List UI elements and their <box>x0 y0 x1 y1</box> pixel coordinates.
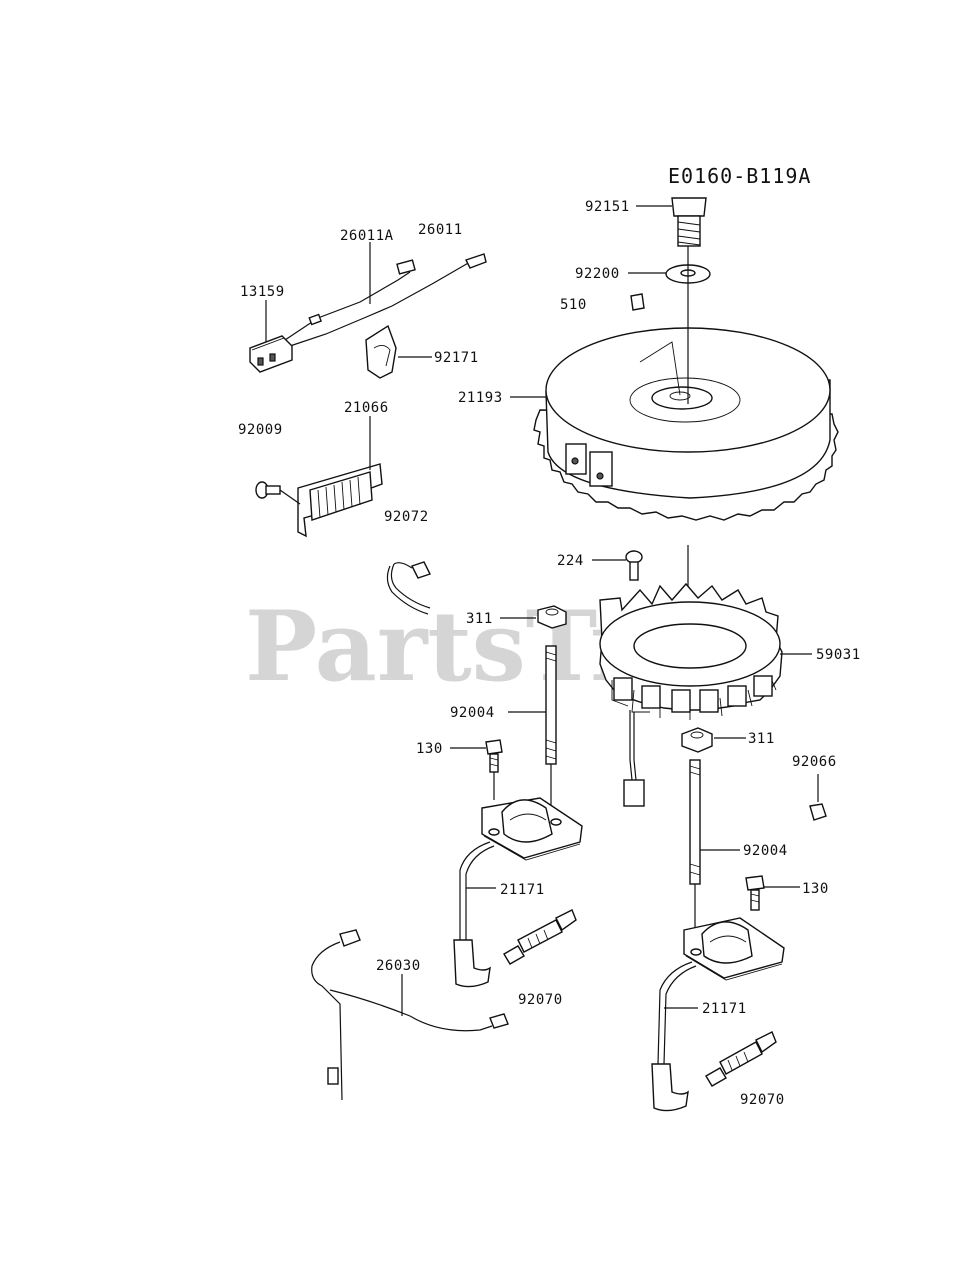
label-510[interactable]: 510 <box>560 297 587 313</box>
part-wire-26011[interactable] <box>281 253 487 347</box>
part-stator-connector[interactable] <box>623 710 645 807</box>
part-bolt-92151[interactable] <box>671 197 707 247</box>
label-21066[interactable]: 21066 <box>344 400 389 416</box>
part-stud-92004-right[interactable] <box>689 759 701 930</box>
label-21193[interactable]: 21193 <box>458 390 503 406</box>
part-key-510[interactable] <box>630 293 645 311</box>
part-spark-plug-92070-right[interactable] <box>705 1031 777 1087</box>
part-clamp-92171[interactable] <box>365 324 397 379</box>
label-26011[interactable]: 26011 <box>418 222 463 238</box>
label-130-right[interactable]: 130 <box>802 881 829 897</box>
part-nut-92066[interactable] <box>809 803 827 821</box>
part-ground-wire[interactable] <box>386 561 431 615</box>
part-bolt-130-right[interactable] <box>745 875 765 911</box>
part-bolt-130-left[interactable] <box>485 739 503 800</box>
diagram-code: E0160-B119A <box>668 164 811 188</box>
label-92070-left[interactable]: 92070 <box>518 992 563 1008</box>
part-regulator-21066[interactable] <box>297 463 383 538</box>
part-ignition-coil-right[interactable] <box>651 917 785 1112</box>
part-screw-224[interactable] <box>625 550 643 581</box>
label-59031[interactable]: 59031 <box>816 647 861 663</box>
label-224[interactable]: 224 <box>557 553 584 569</box>
label-26011A[interactable]: 26011A <box>340 228 394 244</box>
label-92066[interactable]: 92066 <box>792 754 837 770</box>
label-311-left[interactable]: 311 <box>466 611 493 627</box>
label-92004-left[interactable]: 92004 <box>450 705 495 721</box>
label-311-right[interactable]: 311 <box>748 731 775 747</box>
label-92070-right[interactable]: 92070 <box>740 1092 785 1108</box>
part-spark-plug-92070-left[interactable] <box>503 909 577 965</box>
part-connector-13159[interactable] <box>249 335 293 373</box>
label-21171-right[interactable]: 21171 <box>702 1001 747 1017</box>
part-ignition-coil-left[interactable] <box>453 797 583 988</box>
label-92009[interactable]: 92009 <box>238 422 283 438</box>
label-21171-left[interactable]: 21171 <box>500 882 545 898</box>
label-92072[interactable]: 92072 <box>384 509 429 525</box>
label-92004-right[interactable]: 92004 <box>743 843 788 859</box>
label-130-left[interactable]: 130 <box>416 741 443 757</box>
label-13159[interactable]: 13159 <box>240 284 285 300</box>
part-wire-26030[interactable] <box>311 929 509 1101</box>
part-nut-311-left[interactable] <box>537 605 567 629</box>
part-flywheel-21193[interactable] <box>533 327 839 521</box>
label-26030[interactable]: 26030 <box>376 958 421 974</box>
part-stator-59031[interactable] <box>599 582 783 720</box>
label-92200[interactable]: 92200 <box>575 266 620 282</box>
part-nut-311-right[interactable] <box>681 727 713 753</box>
part-screw-92009[interactable] <box>255 481 301 505</box>
label-92171[interactable]: 92171 <box>434 350 479 366</box>
part-stud-92004-left[interactable] <box>545 645 557 820</box>
label-92151[interactable]: 92151 <box>585 199 630 215</box>
